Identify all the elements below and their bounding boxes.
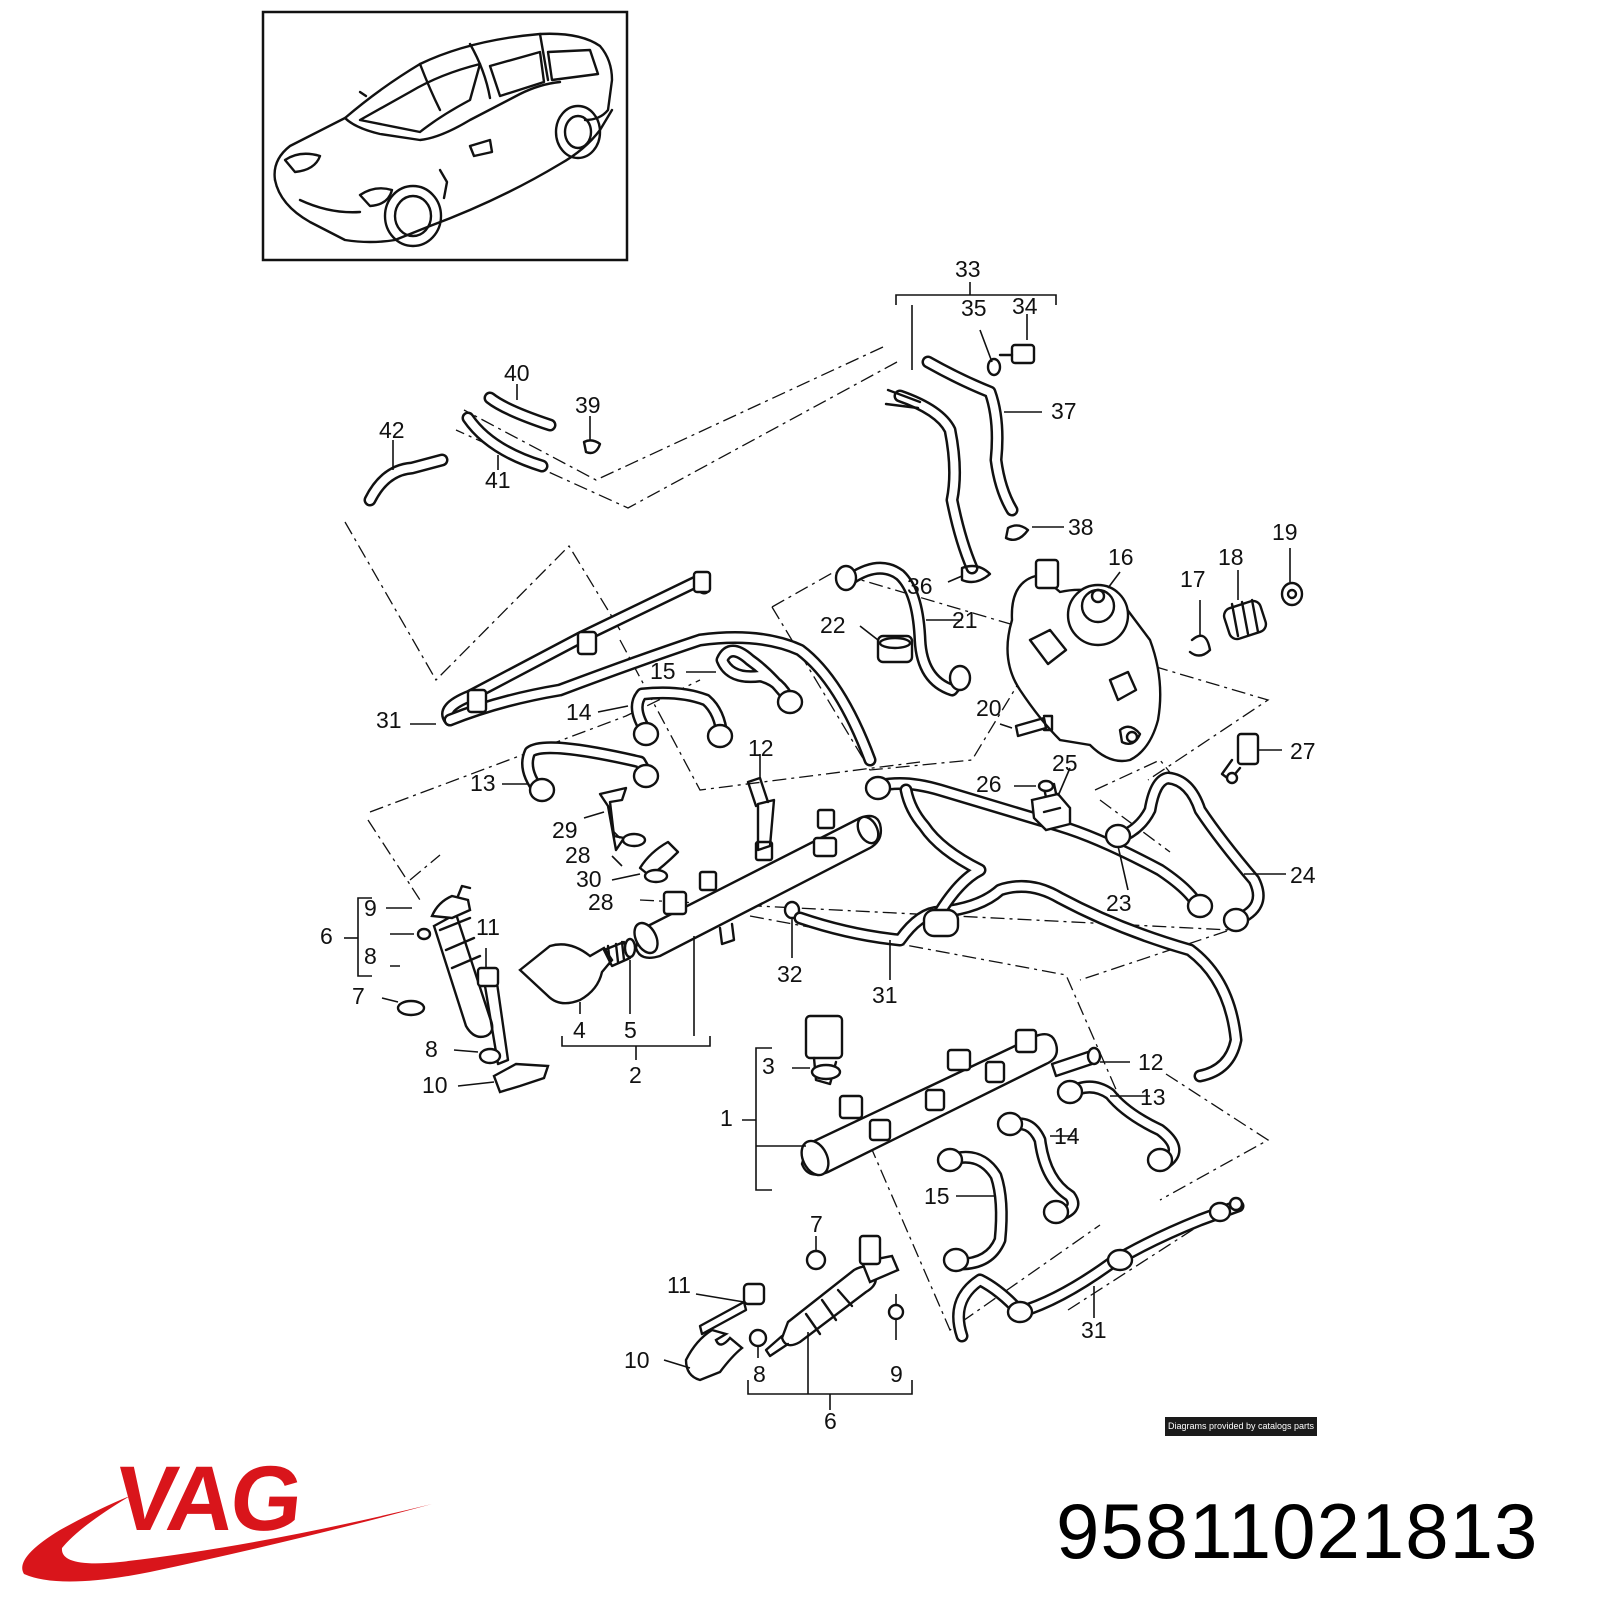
injector-lines-upper: [502, 644, 804, 803]
fuel-rail-1: [742, 1014, 1181, 1273]
callout-31-lower: 31: [1081, 1317, 1107, 1343]
callout-5: 5: [624, 1017, 637, 1043]
callout-31-middle: 31: [872, 982, 898, 1008]
callout-23: 23: [1106, 890, 1132, 916]
callout-11-lower: 11: [667, 1272, 691, 1298]
callout-4: 4: [573, 1017, 586, 1043]
callout-21: 21: [952, 607, 978, 633]
callout-35: 35: [961, 295, 987, 321]
callout-20: 20: [976, 695, 1002, 721]
callout-labels: 33 35 34 40 39 37 42 41 38 16 18 19 17 3…: [320, 256, 1316, 1434]
callout-26: 26: [976, 771, 1002, 797]
vehicle-thumbnail: [261, 10, 629, 262]
callout-31-upper: 31: [376, 707, 402, 733]
part-number: 95811021813: [1056, 1487, 1539, 1575]
hp-pump-16: [999, 548, 1304, 785]
callout-13-lower: 13: [1140, 1084, 1166, 1110]
callout-28-lower: 28: [588, 889, 614, 915]
callout-12-upper: 12: [748, 735, 774, 761]
callout-24: 24: [1290, 862, 1316, 888]
car-icon: [273, 32, 614, 248]
callout-34: 34: [1012, 293, 1038, 319]
callout-14-upper: 14: [566, 699, 592, 725]
callout-10-upper: 10: [422, 1072, 448, 1098]
callout-2: 2: [629, 1062, 642, 1088]
callout-25: 25: [1052, 750, 1078, 776]
callout-32: 32: [777, 961, 803, 987]
callout-1: 1: [720, 1105, 733, 1131]
callout-29: 29: [552, 817, 578, 843]
callout-37: 37: [1051, 398, 1077, 424]
callout-8-middle: 8: [425, 1036, 438, 1062]
callout-41: 41: [485, 467, 511, 493]
lines-23-24-31: [793, 767, 1286, 1083]
callout-39: 39: [575, 392, 601, 418]
callout-15-upper: 15: [650, 658, 676, 684]
fuel-rail-2: [518, 754, 883, 1060]
part-group-33: [884, 282, 1064, 584]
callout-18: 18: [1218, 544, 1244, 570]
hoses-40-42: [363, 384, 602, 507]
injector-6-upper: [344, 884, 550, 1094]
callout-8-upper: 8: [364, 943, 377, 969]
callout-42: 42: [379, 417, 405, 443]
lines-21-22: [834, 561, 972, 697]
callout-10-lower: 10: [624, 1347, 650, 1373]
callout-19: 19: [1272, 519, 1298, 545]
callout-30: 30: [576, 866, 602, 892]
callout-9-upper: 9: [364, 895, 377, 921]
callout-33: 33: [955, 256, 981, 282]
callout-17: 17: [1180, 566, 1206, 592]
callout-16: 16: [1108, 544, 1134, 570]
callout-3: 3: [762, 1053, 775, 1079]
injector-6-lower: [663, 1196, 1245, 1410]
callout-7-lower: 7: [810, 1211, 823, 1237]
callout-15-lower: 15: [924, 1183, 950, 1209]
callout-22: 22: [820, 612, 846, 638]
brand-swoosh: [22, 1496, 432, 1582]
callout-27: 27: [1290, 738, 1316, 764]
callout-9-lower: 9: [890, 1361, 903, 1387]
callout-38: 38: [1068, 514, 1094, 540]
callout-8-lower: 8: [753, 1361, 766, 1387]
callout-28-upper: 28: [565, 842, 591, 868]
callout-11-upper: 11: [476, 914, 500, 940]
callout-40: 40: [504, 360, 530, 386]
callout-7-upper: 7: [352, 983, 365, 1009]
diagram-credit: Diagrams provided by catalogs parts: [1165, 1417, 1317, 1436]
brand-logo-text: VAG: [110, 1448, 305, 1550]
leak-off-line-31-upper: [410, 570, 877, 767]
callout-6-lower: 6: [824, 1408, 837, 1434]
callout-13-upper: 13: [470, 770, 496, 796]
callout-12-lower: 12: [1138, 1049, 1164, 1075]
callout-14-lower: 14: [1054, 1123, 1080, 1149]
callout-36: 36: [907, 573, 933, 599]
callout-6-upper: 6: [320, 923, 333, 949]
